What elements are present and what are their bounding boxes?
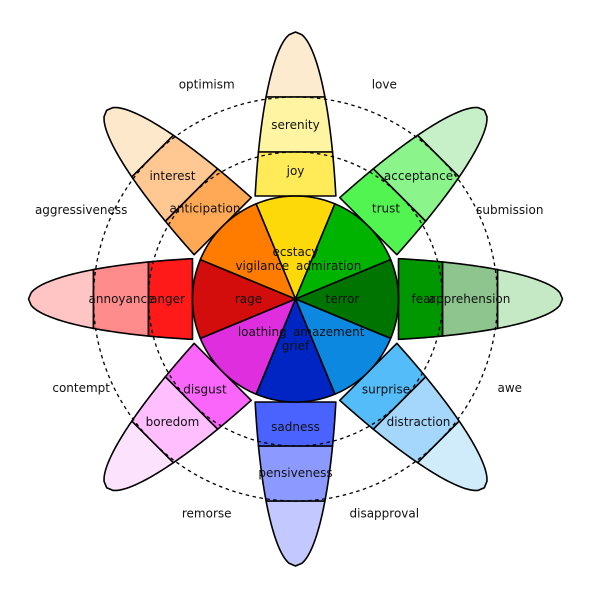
petal-rage — [27, 257, 297, 341]
segment-tip-3 — [416, 420, 488, 492]
segment-disgust — [164, 342, 252, 430]
petal-admiration — [294, 106, 488, 300]
petal-terror — [294, 257, 564, 341]
dyad-submission: submission — [476, 203, 543, 217]
segment-apprehension — [441, 261, 499, 337]
dyad-contempt: contempt — [52, 381, 110, 395]
label-annoyance: annoyance — [89, 292, 155, 306]
label-rage: rage — [235, 292, 262, 306]
label-boredom: boredom — [146, 415, 200, 429]
segment-tip-4 — [265, 500, 326, 567]
label-anticipation: anticipation — [170, 202, 241, 216]
segment-distraction — [372, 375, 460, 464]
segment-amazement — [294, 298, 392, 395]
label-serenity: serenity — [271, 118, 319, 132]
dyads-layer: love submission awe disapproval remorse conte… — [35, 78, 543, 521]
label-fear: fear — [412, 292, 436, 306]
petal-loathing — [103, 298, 297, 492]
segment-terror — [294, 258, 400, 340]
segment-tip-6 — [27, 268, 95, 330]
label-admiration: admiration — [296, 259, 361, 273]
dyad-love: love — [372, 78, 397, 92]
segment-tip-5 — [103, 420, 175, 492]
segment-fear — [397, 257, 444, 341]
petal-grief — [254, 298, 337, 567]
segment-vigilance — [199, 203, 297, 300]
label-vigilance: vigilance — [235, 259, 289, 273]
label-joy: joy — [286, 164, 305, 178]
label-sadness: sadness — [271, 420, 320, 434]
petal-ecstacy — [254, 31, 337, 300]
labels-layer: serenity joy ecstacy acceptance trust admirat… — [89, 118, 511, 480]
segment-grief — [255, 298, 336, 403]
label-ecstacy: ecstacy — [273, 245, 319, 259]
segment-trust — [339, 168, 427, 256]
segment-boredom — [131, 375, 219, 464]
label-trust: trust — [372, 202, 400, 216]
label-apprehension: apprehension — [429, 292, 511, 306]
segment-admiration — [294, 203, 392, 300]
segment-surprise — [339, 342, 427, 430]
outer-dashed-ring — [92, 96, 499, 502]
petal-amazement — [294, 298, 488, 492]
label-terror: terror — [326, 292, 360, 306]
segment-joy — [254, 151, 337, 197]
segment-sadness — [254, 401, 337, 447]
segment-acceptance — [372, 134, 460, 223]
dyad-aggressiveness: aggressiveness — [35, 203, 127, 217]
label-surprise: surprise — [362, 383, 410, 397]
label-distraction: distraction — [387, 415, 451, 429]
segment-annoyance — [92, 261, 150, 337]
label-amazement: amazement — [293, 325, 365, 339]
label-anger: anger — [150, 292, 185, 306]
segment-serenity — [257, 96, 334, 153]
segment-pensiveness — [257, 445, 334, 502]
label-acceptance: acceptance — [384, 169, 453, 183]
label-loathing: loathing — [238, 325, 287, 339]
segment-ecstacy — [255, 195, 336, 300]
dyad-optimism: optimism — [179, 78, 235, 92]
petals-layer — [27, 31, 564, 567]
label-interest: interest — [149, 169, 195, 183]
segment-tip-7 — [103, 106, 175, 178]
segment-interest — [131, 134, 219, 223]
segment-loathing — [199, 298, 297, 395]
label-grief: grief — [282, 339, 310, 353]
segment-anticipation — [164, 168, 252, 256]
label-pensiveness: pensiveness — [258, 466, 332, 480]
segment-tip-1 — [416, 106, 488, 178]
segment-tip-2 — [496, 268, 564, 330]
inner-dashed-ring — [147, 151, 444, 447]
dyad-disapproval: disapproval — [350, 506, 420, 520]
segment-tip-0 — [265, 31, 326, 98]
segment-anger — [147, 257, 194, 341]
segment-rage — [191, 258, 297, 340]
dyad-awe: awe — [498, 381, 523, 395]
label-disgust: disgust — [183, 383, 227, 397]
petal-vigilance — [103, 106, 297, 300]
dyad-remorse: remorse — [182, 506, 232, 520]
